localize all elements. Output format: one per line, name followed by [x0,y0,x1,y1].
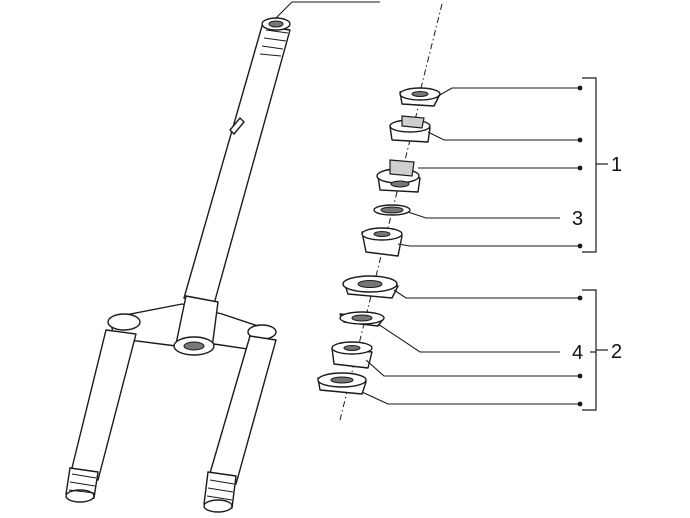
steering-tube [183,17,291,305]
dust-seal [317,372,367,395]
ball-race-lower [339,311,385,327]
fork-leg-right [203,335,277,513]
callout-3: 3 [572,208,583,230]
upper-bearing-cup [376,159,421,193]
leader-dots [577,85,583,407]
bracket-group-2 [582,289,608,411]
fork-leg-left [65,329,137,503]
lower-bearing-cup [342,275,399,299]
upper-cone [361,227,403,257]
bracket-group-1 [582,77,608,253]
upper-spacer [389,115,431,143]
callout-1: 1 [611,154,622,176]
bearing-stack [317,3,443,421]
leader-lines [361,87,580,405]
callout-4: 4 [572,342,583,364]
steering-tube-leader [275,1,380,19]
ball-race-upper [373,204,411,216]
callout-2: 2 [611,341,622,363]
front-fork [65,1,380,513]
lower-cone [331,341,373,369]
top-locknut [399,87,441,107]
